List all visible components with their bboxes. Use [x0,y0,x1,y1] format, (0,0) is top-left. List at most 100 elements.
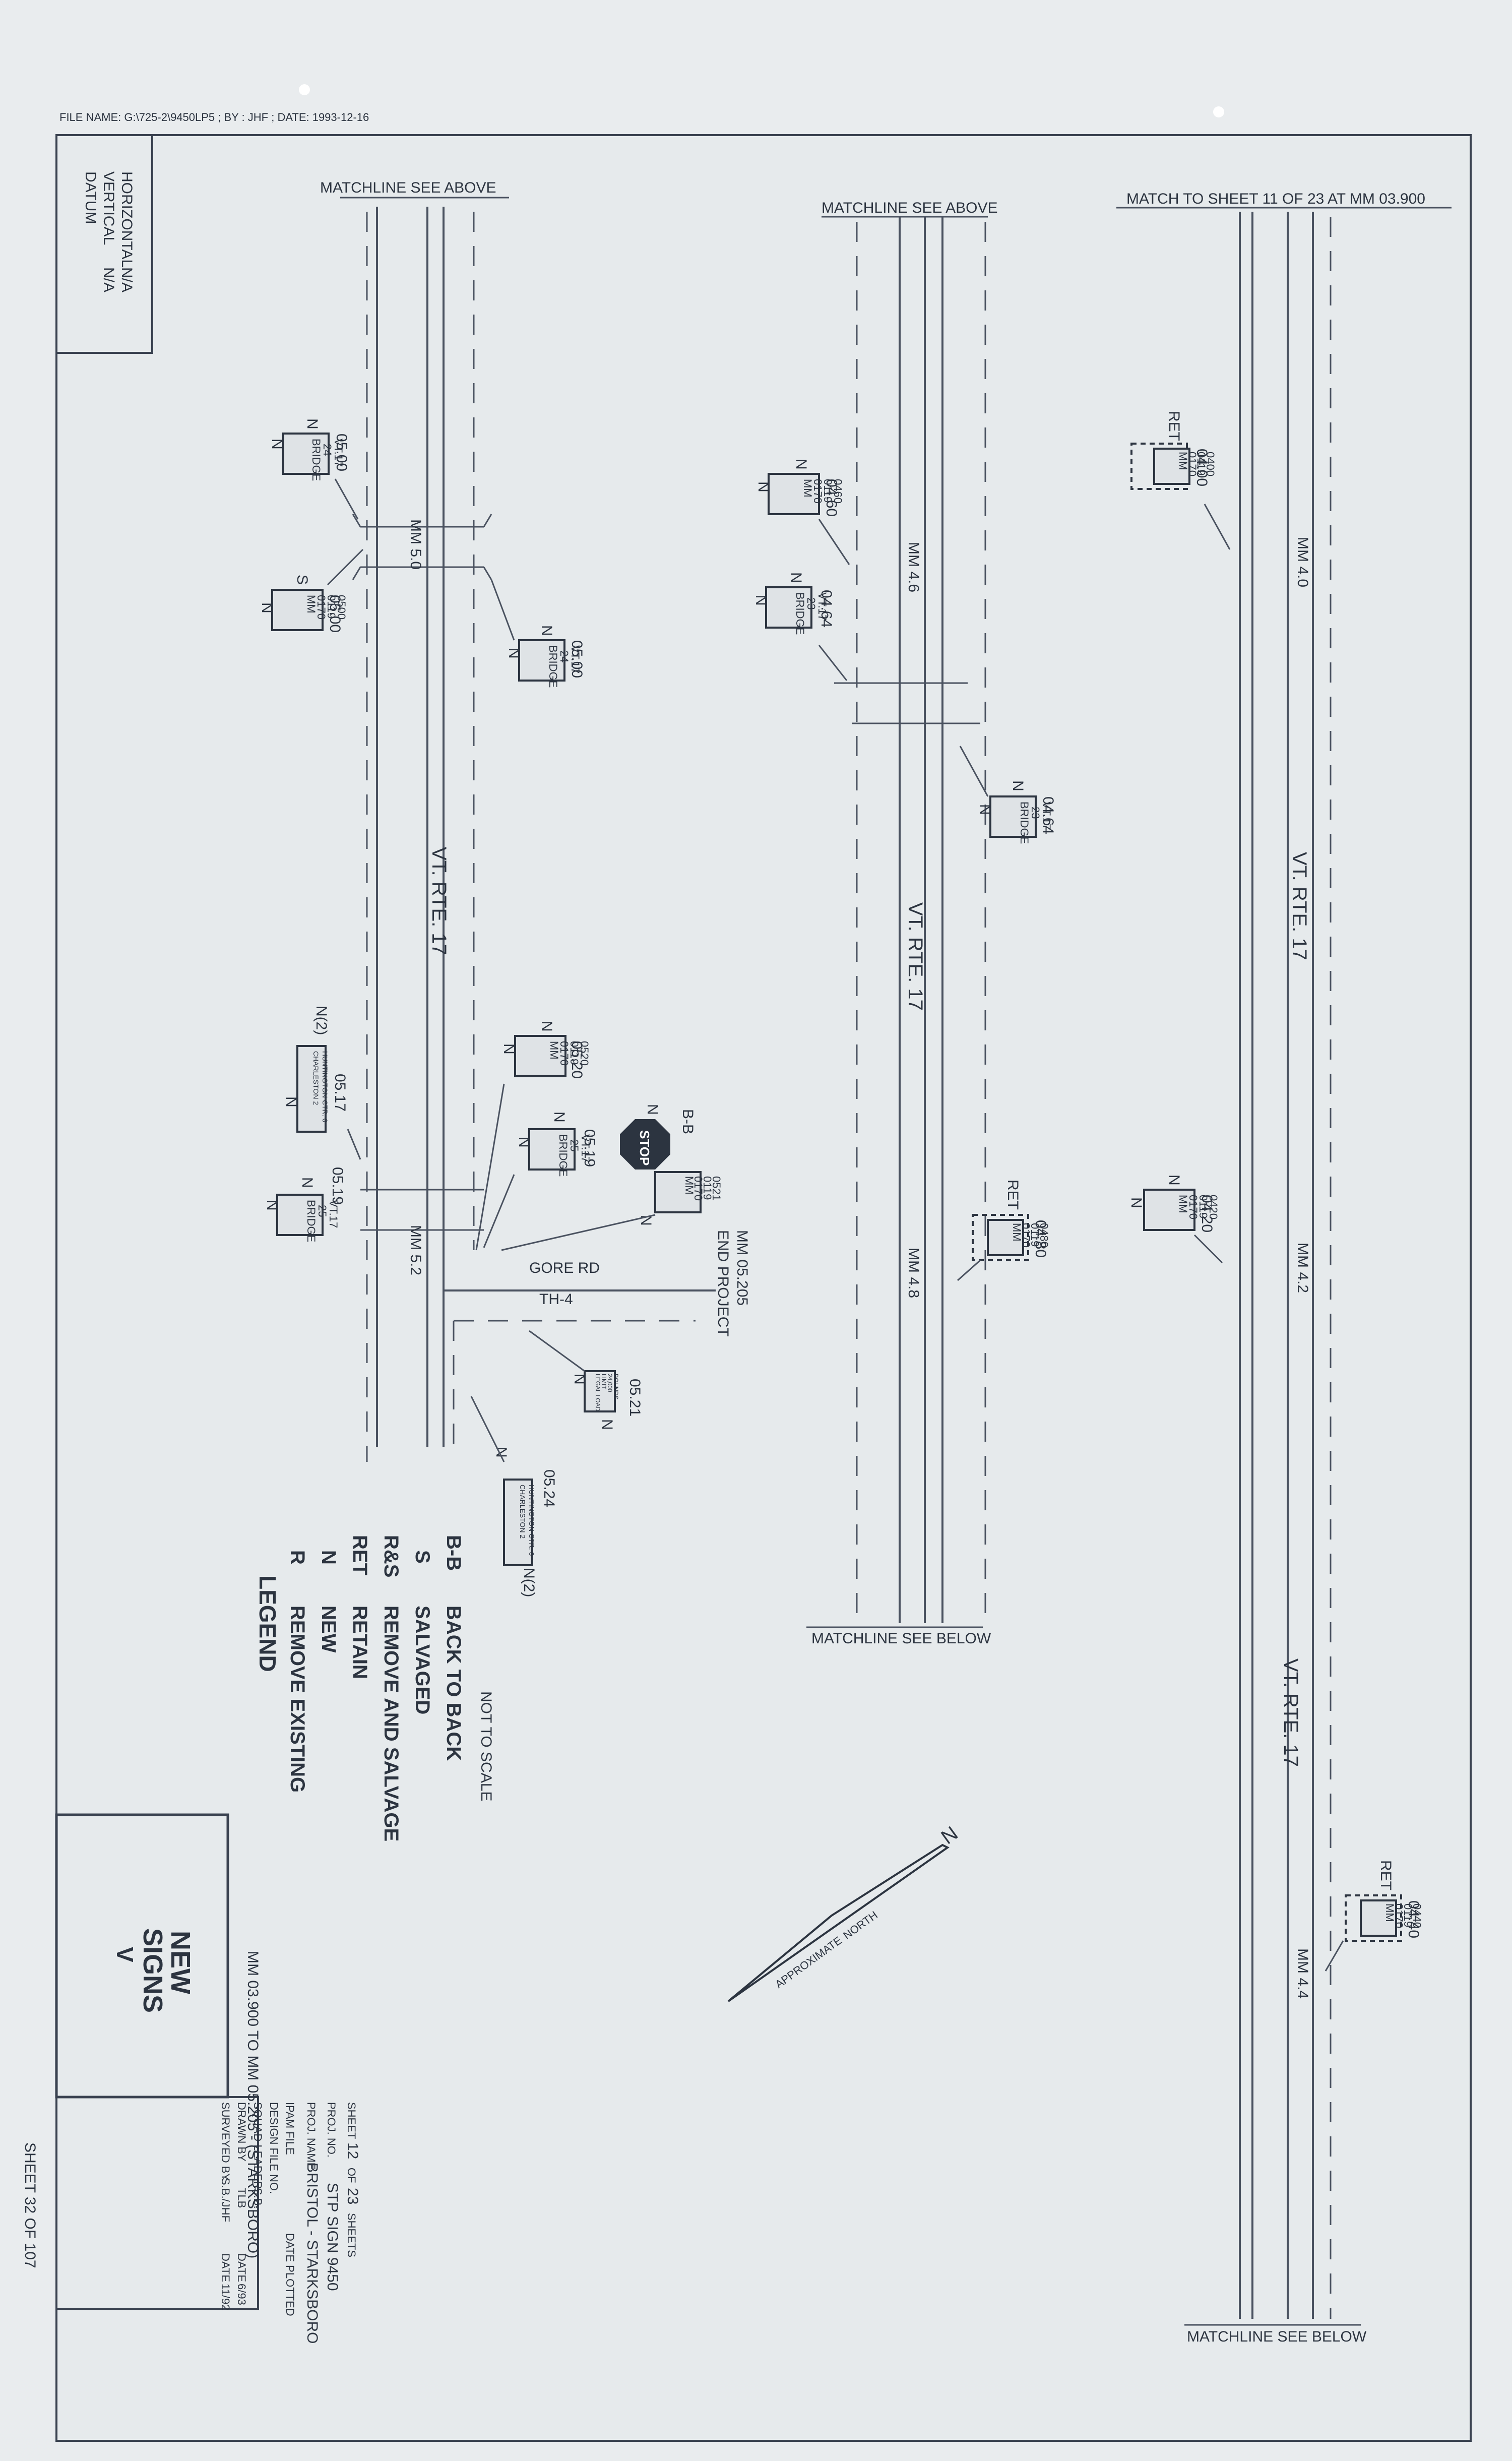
svg-text:04.64: 04.64 [1040,796,1056,834]
sign-04-60-mm-0460[interactable]: MM 0170 0119 0460 04.60 N N [755,459,850,565]
svg-text:05.00: 05.00 [333,434,350,471]
middle-road [834,217,986,1623]
svg-text:N: N [755,481,772,493]
svg-text:24: 24 [558,650,571,662]
milepost-4-2: MM 4.2 [1294,1243,1311,1293]
svg-text:MM: MM [683,1176,696,1195]
svg-text:VT. RTE. 17: VT. RTE. 17 [428,847,450,955]
matchline-mid-bottom: MATCHLINE SEE BELOW [811,1630,991,1647]
svg-text:24,000: 24,000 [606,1374,613,1392]
svg-text:0119: 0119 [1029,1223,1041,1247]
svg-text:LIMIT: LIMIT [600,1374,607,1389]
gore-road-label: GORE RD TH-4 [529,1260,600,1308]
legend-code-r: R [286,1550,308,1565]
svg-text:DESIGN FILE NO.: DESIGN FILE NO. [268,2102,280,2194]
sign-04-40-retain[interactable]: MM 0170 0119 0440 04.40 RET [1325,1860,1423,1972]
sign-05-19-bridge-25-b[interactable]: BRIDGE 25 VT.17 05.19 N N [483,1112,598,1248]
svg-text:PROJ. NO.: PROJ. NO. [325,2102,338,2158]
svg-text:0119: 0119 [701,1176,714,1200]
svg-text:0119: 0119 [1402,1903,1414,1927]
right-road [1239,212,1332,2319]
sign-05-17-guide[interactable]: CHARLESTON 2 HUNTINGTON CTR. 6 05.17 N(2… [283,1006,361,1160]
svg-text:05.19: 05.19 [329,1167,346,1205]
legend-title: LEGEND [255,1575,281,1672]
svg-text:23: 23 [805,597,817,609]
svg-text:SHEET 32 OF 107: SHEET 32 OF 107 [22,2142,38,2268]
svg-text:END PROJECT: END PROJECT [715,1230,731,1337]
svg-text:N(2): N(2) [521,1568,537,1597]
milepost-5-0: MM 5.0 [407,519,424,570]
sign-04-80-retain[interactable]: MM 0170 0119 0480 04.80 RET [957,1180,1050,1281]
svg-text:POUNDS: POUNDS [612,1374,619,1399]
svg-text:VT.17: VT.17 [816,592,829,621]
svg-text:0119: 0119 [1195,452,1208,475]
svg-text:05.17: 05.17 [332,1074,348,1112]
svg-text:04.60: 04.60 [823,479,840,517]
datum-box: DATUM VERTICAL N/A HORIZONTAL N/A [55,134,153,354]
sign-05-21-weight-limit[interactable]: LEGAL LOAD LIMIT 24,000 POUNDS 05.21 N N [529,1330,643,1430]
svg-text:0170: 0170 [811,479,824,504]
svg-text:0170: 0170 [1187,1195,1200,1219]
svg-text:VT.17: VT.17 [327,1200,340,1228]
svg-text:VT. RTE. 17: VT. RTE. 17 [1288,852,1310,960]
sign-05-24-guide[interactable]: CHARLESTON 2 HUNTINGTON CTR. 6 05.24 N N… [470,1396,557,1597]
svg-text:BRIDGE: BRIDGE [1018,802,1031,844]
svg-text:BRISTOL - STARKSBORO: BRISTOL - STARKSBORO [304,2163,321,2344]
svg-text:0119: 0119 [568,1041,581,1065]
legend-code-rs: R&S [380,1535,402,1577]
svg-text:N: N [538,1021,555,1032]
datum-horizontal-value: N/A [118,267,135,292]
svg-text:04.64: 04.64 [818,590,835,628]
svg-text:N: N [752,595,769,606]
sign-05-20-mm-0520[interactable]: MM 0170 0119 0520 05.20 N N [475,1021,591,1251]
svg-text:MM: MM [1383,1903,1396,1922]
svg-text:BRIDGE: BRIDGE [794,592,806,635]
svg-text:05.19: 05.19 [581,1129,598,1167]
svg-text:BRIDGE: BRIDGE [310,439,323,481]
sign-05-00-bridge-24-a[interactable]: BRIDGE 24 VT.17 05.00 N N [269,418,359,520]
svg-text:0119: 0119 [325,595,338,619]
sign-04-64-bridge-23-a[interactable]: BRIDGE 23 VT.17 04.64 N N [752,572,848,681]
sign-04-20-mm-0420[interactable]: MM 0170 0119 0420 04.20 N N [1128,1175,1223,1264]
svg-text:S: S [294,575,310,585]
svg-text:HUNTINGTON CTR. 6: HUNTINGTON CTR. 6 [528,1485,536,1556]
title-roman: V [112,1947,138,1962]
svg-text:MM: MM [1011,1223,1023,1242]
svg-text:MM 4.2: MM 4.2 [1294,1243,1311,1293]
svg-text:BRIDGE: BRIDGE [547,645,559,688]
svg-text:LEGAL LOAD: LEGAL LOAD [594,1374,601,1411]
svg-text:MM: MM [1177,1195,1189,1213]
svg-text:DATE PLOTTED: DATE PLOTTED [284,2233,296,2316]
sign-04-64-bridge-23-b[interactable]: BRIDGE 23 VT.17 04.64 N N [959,746,1056,844]
legend-text-rs: REMOVE AND SALVAGE [380,1606,402,1841]
legend-code-ret: RET [349,1535,371,1575]
svg-text:0170: 0170 [558,1041,571,1066]
sign-05-19-bridge-25-a[interactable]: BRIDGE 25 VT.17 05.19 N N [264,1167,346,1242]
svg-text:BRIDGE: BRIDGE [557,1134,570,1177]
sign-05-00-mm-0500[interactable]: MM 0170 0119 0500 05.00 S N [259,548,364,633]
legend: LEGEND R REMOVE EXISTING N NEW RET RETAI… [255,1535,494,1841]
svg-text:6/93: 6/93 [235,2284,248,2305]
matchline-left-top: MATCHLINE SEE ABOVE [320,179,496,196]
milepost-4-0: MM 4.0 [1294,537,1311,587]
svg-text:S.B./JHF: S.B./JHF [219,2178,232,2222]
title-range: MM 03.900 TO MM 05.205 - (STARKSBORO) [244,1951,261,2258]
svg-text:MM 4.8: MM 4.8 [905,1248,922,1298]
route-label-left: VT. RTE. 17 [428,847,450,955]
sign-04-00-retain[interactable]: MM 0170 0119 0400 04.00 RET [1130,411,1231,550]
svg-text:SURVEYED BY: SURVEYED BY [219,2102,232,2181]
svg-text:05.00: 05.00 [569,640,585,678]
svg-text:RET: RET [1004,1180,1021,1210]
svg-text:04.40: 04.40 [1405,1900,1422,1938]
sign-05-00-bridge-24-b[interactable]: BRIDGE 24 VT.17 05.00 N N [490,579,585,688]
svg-text:CHARLESTON 2: CHARLESTON 2 [519,1485,527,1539]
title-signs: SIGNS [138,1928,168,2013]
svg-text:0170: 0170 [1393,1903,1405,1928]
svg-text:SHEET: SHEET [345,2102,358,2139]
svg-text:PROJ. NAME: PROJ. NAME [305,2102,318,2170]
svg-text:N: N [304,418,321,429]
legend-code-bb: B-B [443,1535,465,1571]
sign-stop-back-to-back[interactable]: STOP MM 0170 0119 0521 B-B N N [501,1104,723,1251]
svg-text:0480: 0480 [1038,1223,1050,1248]
svg-text:0440: 0440 [1411,1903,1423,1928]
